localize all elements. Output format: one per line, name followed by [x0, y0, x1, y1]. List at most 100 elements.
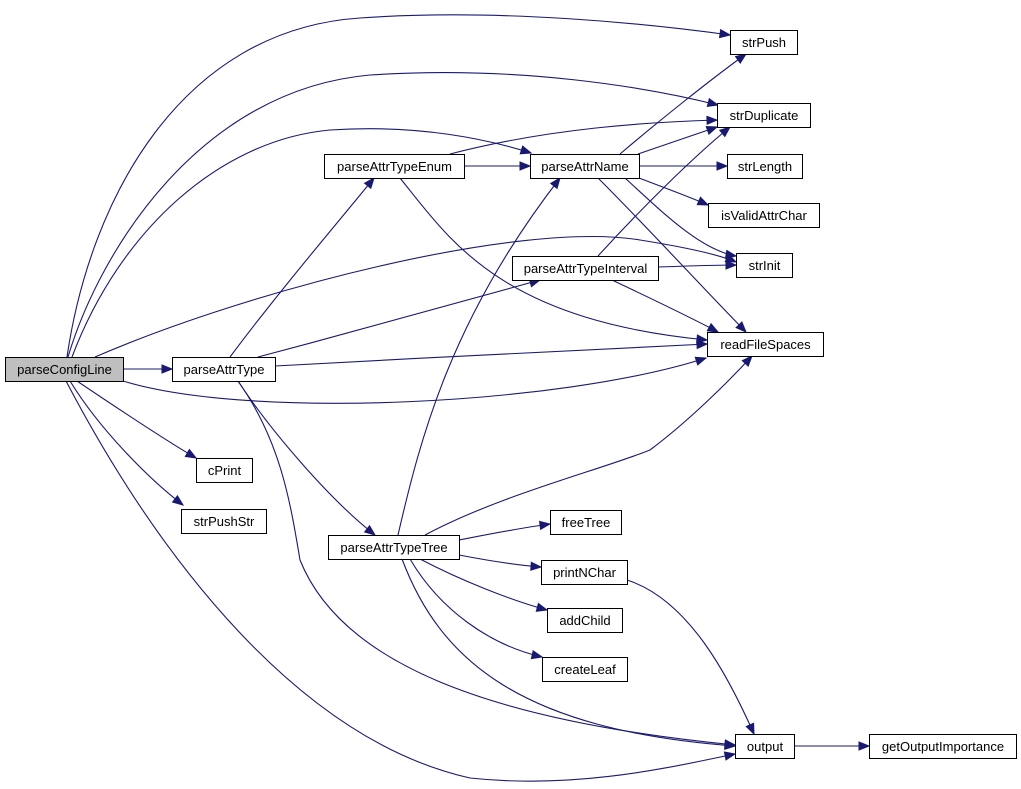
arrowhead — [734, 53, 748, 64]
node-parseAttrTypeInterval[interactable]: parseAttrTypeInterval — [512, 256, 659, 281]
edge-parseConfigLine-to-strPush — [66, 14, 732, 358]
node-printNChar[interactable]: printNChar — [541, 560, 628, 585]
node-box[interactable] — [735, 734, 795, 759]
edge-parseAttrTypeInterval-to-strInit — [657, 260, 738, 270]
node-label: getOutputImportance — [882, 739, 1004, 754]
node-parseAttrType[interactable]: parseAttrType — [172, 357, 276, 382]
node-box[interactable] — [708, 203, 820, 228]
arrowhead — [535, 602, 549, 612]
node-isValidAttrChar[interactable]: isValidAttrChar — [708, 203, 820, 228]
node-label: strPush — [742, 35, 786, 50]
edge-line — [657, 264, 737, 268]
node-box[interactable] — [196, 458, 253, 483]
arrowhead — [858, 741, 871, 751]
arrowhead — [171, 494, 185, 506]
node-parseAttrName[interactable]: parseAttrName — [530, 154, 640, 179]
node-cPrint[interactable]: cPrint — [196, 458, 253, 483]
node-box[interactable] — [730, 30, 798, 55]
edge-parseAttrTypeEnum-to-parseAttrName — [464, 161, 532, 171]
arrowhead — [161, 364, 174, 374]
arrowhead — [363, 176, 375, 190]
node-readFileSpaces[interactable]: readFileSpaces — [707, 332, 824, 357]
node-label: parseConfigLine — [17, 362, 112, 377]
node-label: createLeaf — [554, 662, 616, 677]
edge-line — [397, 177, 561, 536]
node-box[interactable] — [547, 608, 623, 633]
arrowhead — [549, 176, 561, 190]
node-label: printNChar — [553, 565, 617, 580]
edge-parseAttrName-to-strDuplicate — [637, 126, 719, 155]
node-box[interactable] — [172, 357, 276, 382]
node-box[interactable] — [328, 535, 460, 560]
edge-parseAttrName-to-strInit — [624, 177, 738, 259]
node-box[interactable] — [550, 510, 622, 535]
arrowhead — [706, 115, 719, 126]
node-label: parseAttrName — [541, 159, 628, 174]
arrowhead — [705, 126, 719, 135]
edge-output-to-getOutputImportance — [794, 741, 871, 751]
edge-line — [66, 14, 731, 358]
node-getOutputImportance[interactable]: getOutputImportance — [869, 734, 1017, 759]
edge-parseAttrName-to-readFileSpaces — [597, 177, 747, 333]
node-box[interactable] — [324, 154, 465, 179]
arrowhead — [718, 28, 732, 39]
node-box[interactable] — [541, 560, 628, 585]
node-box[interactable] — [869, 734, 1017, 759]
arrowhead — [724, 249, 738, 259]
nodes-layer: parseConfigLine parseAttrType parseAttrTyp… — [5, 30, 1017, 759]
node-box[interactable] — [181, 509, 267, 534]
arrowhead — [723, 751, 737, 761]
edge-line — [619, 53, 747, 155]
edge-parseConfigLine-to-strInit — [94, 235, 738, 358]
edge-line — [229, 177, 375, 358]
edge-line — [409, 558, 543, 658]
node-box[interactable] — [512, 256, 659, 281]
arrowhead — [741, 355, 753, 367]
node-box[interactable] — [707, 332, 824, 357]
edge-parseAttrTypeTree-to-parseAttrName — [397, 176, 561, 536]
node-label: addChild — [559, 613, 610, 628]
edge-parseAttrType-to-parseAttrTypeEnum — [229, 176, 375, 358]
arrowhead — [725, 260, 738, 270]
edge-parseAttrTypeTree-to-printNChar — [458, 554, 543, 571]
node-strPush[interactable]: strPush — [730, 30, 798, 55]
arrowhead — [745, 722, 755, 736]
edge-printNChar-to-output — [626, 579, 755, 736]
arrowhead — [735, 321, 747, 333]
arrowhead — [706, 97, 720, 108]
node-box[interactable] — [530, 154, 640, 179]
edge-line — [122, 357, 707, 404]
node-parseConfigLine[interactable]: parseConfigLine — [5, 357, 124, 382]
node-freeTree[interactable]: freeTree — [550, 510, 622, 535]
node-createLeaf[interactable]: createLeaf — [542, 657, 628, 682]
node-parseAttrTypeEnum[interactable]: parseAttrTypeEnum — [324, 154, 465, 179]
node-box[interactable] — [717, 103, 811, 128]
node-label: strLength — [738, 159, 792, 174]
edge-parseConfigLine-to-parseAttrType — [123, 364, 174, 374]
node-parseAttrTypeTree[interactable]: parseAttrTypeTree — [328, 535, 460, 560]
node-box[interactable] — [542, 657, 628, 682]
node-addChild[interactable]: addChild — [547, 608, 623, 633]
node-label: freeTree — [562, 515, 611, 530]
node-label: strPushStr — [194, 514, 255, 529]
edge-line — [274, 343, 708, 367]
node-output[interactable]: output — [735, 734, 795, 759]
edge-parseConfigLine-to-cPrint — [76, 380, 198, 459]
edge-parseConfigLine-to-strPushStr — [69, 380, 185, 506]
edge-line — [69, 380, 184, 506]
node-strPushStr[interactable]: strPushStr — [181, 509, 267, 534]
node-strDuplicate[interactable]: strDuplicate — [717, 103, 811, 128]
edge-parseAttrTypeInterval-to-readFileSpaces — [611, 279, 720, 333]
node-box[interactable] — [736, 253, 793, 278]
edge-parseAttrName-to-isValidAttrChar — [638, 177, 710, 206]
node-label: parseAttrTypeTree — [340, 540, 447, 555]
arrowhead — [519, 145, 533, 155]
node-strInit[interactable]: strInit — [736, 253, 793, 278]
edge-line — [626, 579, 755, 735]
node-box[interactable] — [727, 154, 803, 179]
edge-parseAttrName-to-strPush — [619, 53, 748, 155]
node-box[interactable] — [5, 357, 124, 382]
node-strLength[interactable]: strLength — [727, 154, 803, 179]
node-label: readFileSpaces — [720, 337, 811, 352]
edge-line — [424, 355, 753, 536]
